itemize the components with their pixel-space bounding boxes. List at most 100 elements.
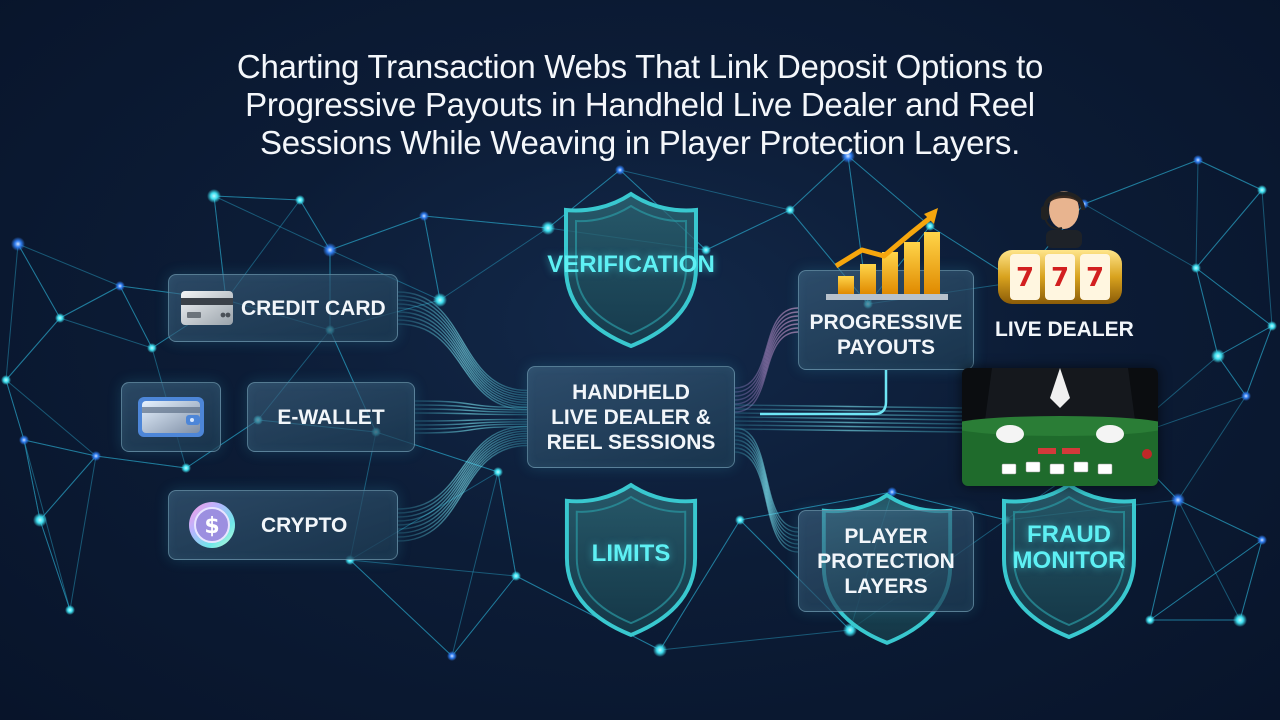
mesh-edge	[423, 215, 549, 229]
flow-line	[734, 319, 799, 401]
page-title: Charting Transaction Webs That Link Depo…	[140, 48, 1140, 162]
flow-line	[734, 307, 799, 389]
mesh-edge	[1239, 539, 1263, 621]
flow-line	[414, 423, 528, 430]
mesh-edge	[1177, 395, 1247, 501]
mesh-node	[91, 451, 101, 461]
mesh-edge	[39, 455, 97, 521]
flow-line	[397, 323, 528, 411]
mesh-edge	[1245, 325, 1273, 397]
mesh-edge	[329, 215, 425, 251]
mesh-edge	[185, 419, 259, 469]
mesh-edge	[1217, 325, 1273, 357]
protection-line-2: PROTECTION	[817, 549, 955, 573]
payouts-line-1: PROGRESSIVE	[809, 311, 963, 334]
flow-line	[414, 404, 528, 411]
mesh-edge	[1195, 189, 1263, 269]
limits-shield	[564, 482, 698, 638]
mesh-node	[207, 189, 221, 203]
growth-chart-icon	[826, 208, 948, 300]
mesh-edge	[659, 519, 741, 651]
mesh-node	[1171, 493, 1185, 507]
flow-line	[734, 447, 799, 549]
mesh-edge	[451, 575, 517, 657]
mesh-node	[147, 343, 157, 353]
flow-line	[397, 440, 528, 534]
mesh-node	[33, 513, 47, 527]
mesh-edge	[23, 439, 41, 521]
flow-line	[397, 435, 528, 526]
fraud-monitor-line-1: FRAUD	[1027, 521, 1111, 548]
crypto-option[interactable]: $ CRYPTO	[168, 490, 398, 560]
mesh-edge	[23, 439, 97, 457]
mesh-edge	[1083, 159, 1199, 205]
mesh-edge	[299, 199, 331, 251]
player-protection-box[interactable]: PLAYER PROTECTION LAYERS	[798, 510, 974, 612]
mesh-edge	[17, 243, 61, 319]
mesh-node	[1257, 185, 1267, 195]
mesh-node	[493, 467, 503, 477]
credit-card-option[interactable]: CREDIT CARD	[168, 274, 398, 342]
hub-sessions-box[interactable]: HANDHELD LIVE DEALER & REEL SESSIONS	[527, 366, 735, 468]
flow-line	[734, 427, 799, 529]
flow-line	[397, 311, 528, 404]
fraud-monitor-label: FRAUD MONITOR	[998, 522, 1140, 574]
flow-line	[734, 408, 963, 413]
wallet-icon-tile	[121, 382, 221, 452]
mesh-edge	[1245, 325, 1273, 397]
mesh-edge	[423, 215, 441, 301]
flow-line	[397, 319, 528, 408]
mesh-edge	[1217, 325, 1273, 357]
crypto-coin-icon: $	[189, 502, 235, 548]
mesh-edge	[1177, 499, 1241, 621]
mesh-node	[447, 651, 457, 661]
mesh-node	[1, 375, 11, 385]
mesh-node	[65, 605, 75, 615]
mesh-edge	[1149, 499, 1179, 621]
mesh-node	[735, 515, 745, 525]
mesh-edge	[59, 285, 121, 319]
mesh-edge	[497, 471, 517, 577]
mesh-edge	[705, 209, 791, 251]
flow-line	[734, 323, 799, 405]
mesh-edge	[17, 243, 121, 287]
mesh-edge	[95, 455, 187, 469]
verification-label: VERIFICATION	[547, 251, 715, 278]
mesh-node	[323, 243, 337, 257]
mesh-edge	[39, 519, 71, 611]
payouts-line-2: PAYOUTS	[836, 336, 936, 359]
mesh-node	[11, 237, 25, 251]
mesh-edge	[349, 559, 453, 657]
credit-card-label: CREDIT CARD	[241, 296, 386, 320]
limits-label: LIMITS	[591, 540, 671, 567]
reel-2: 7	[1051, 263, 1069, 293]
flow-line	[397, 315, 528, 406]
mesh-node	[1191, 263, 1201, 273]
mesh-edge	[23, 439, 41, 521]
verification-shield	[564, 191, 698, 349]
mesh-edge	[5, 379, 97, 457]
flow-line	[734, 327, 799, 409]
mesh-node	[1211, 349, 1225, 363]
flow-lines	[397, 291, 963, 553]
flow-line	[397, 295, 528, 394]
e-wallet-option[interactable]: E-WALLET	[247, 382, 415, 452]
mesh-node	[511, 571, 521, 581]
mesh-edge	[1195, 189, 1263, 269]
mesh-edge	[515, 575, 661, 651]
protection-line-3: LAYERS	[844, 574, 928, 598]
mesh-edge	[213, 195, 331, 251]
mesh-node	[433, 293, 447, 307]
mesh-edge	[5, 379, 25, 441]
mesh-edge	[739, 491, 893, 521]
flow-line	[734, 416, 963, 421]
mesh-edge	[1195, 159, 1199, 269]
flow-line	[734, 311, 799, 393]
mesh-node	[785, 205, 795, 215]
mesh-edge	[23, 439, 97, 457]
mesh-node	[19, 435, 29, 445]
flow-line	[414, 418, 528, 422]
mesh-node	[115, 281, 125, 291]
flow-line	[734, 439, 799, 541]
flow-line	[397, 303, 528, 399]
